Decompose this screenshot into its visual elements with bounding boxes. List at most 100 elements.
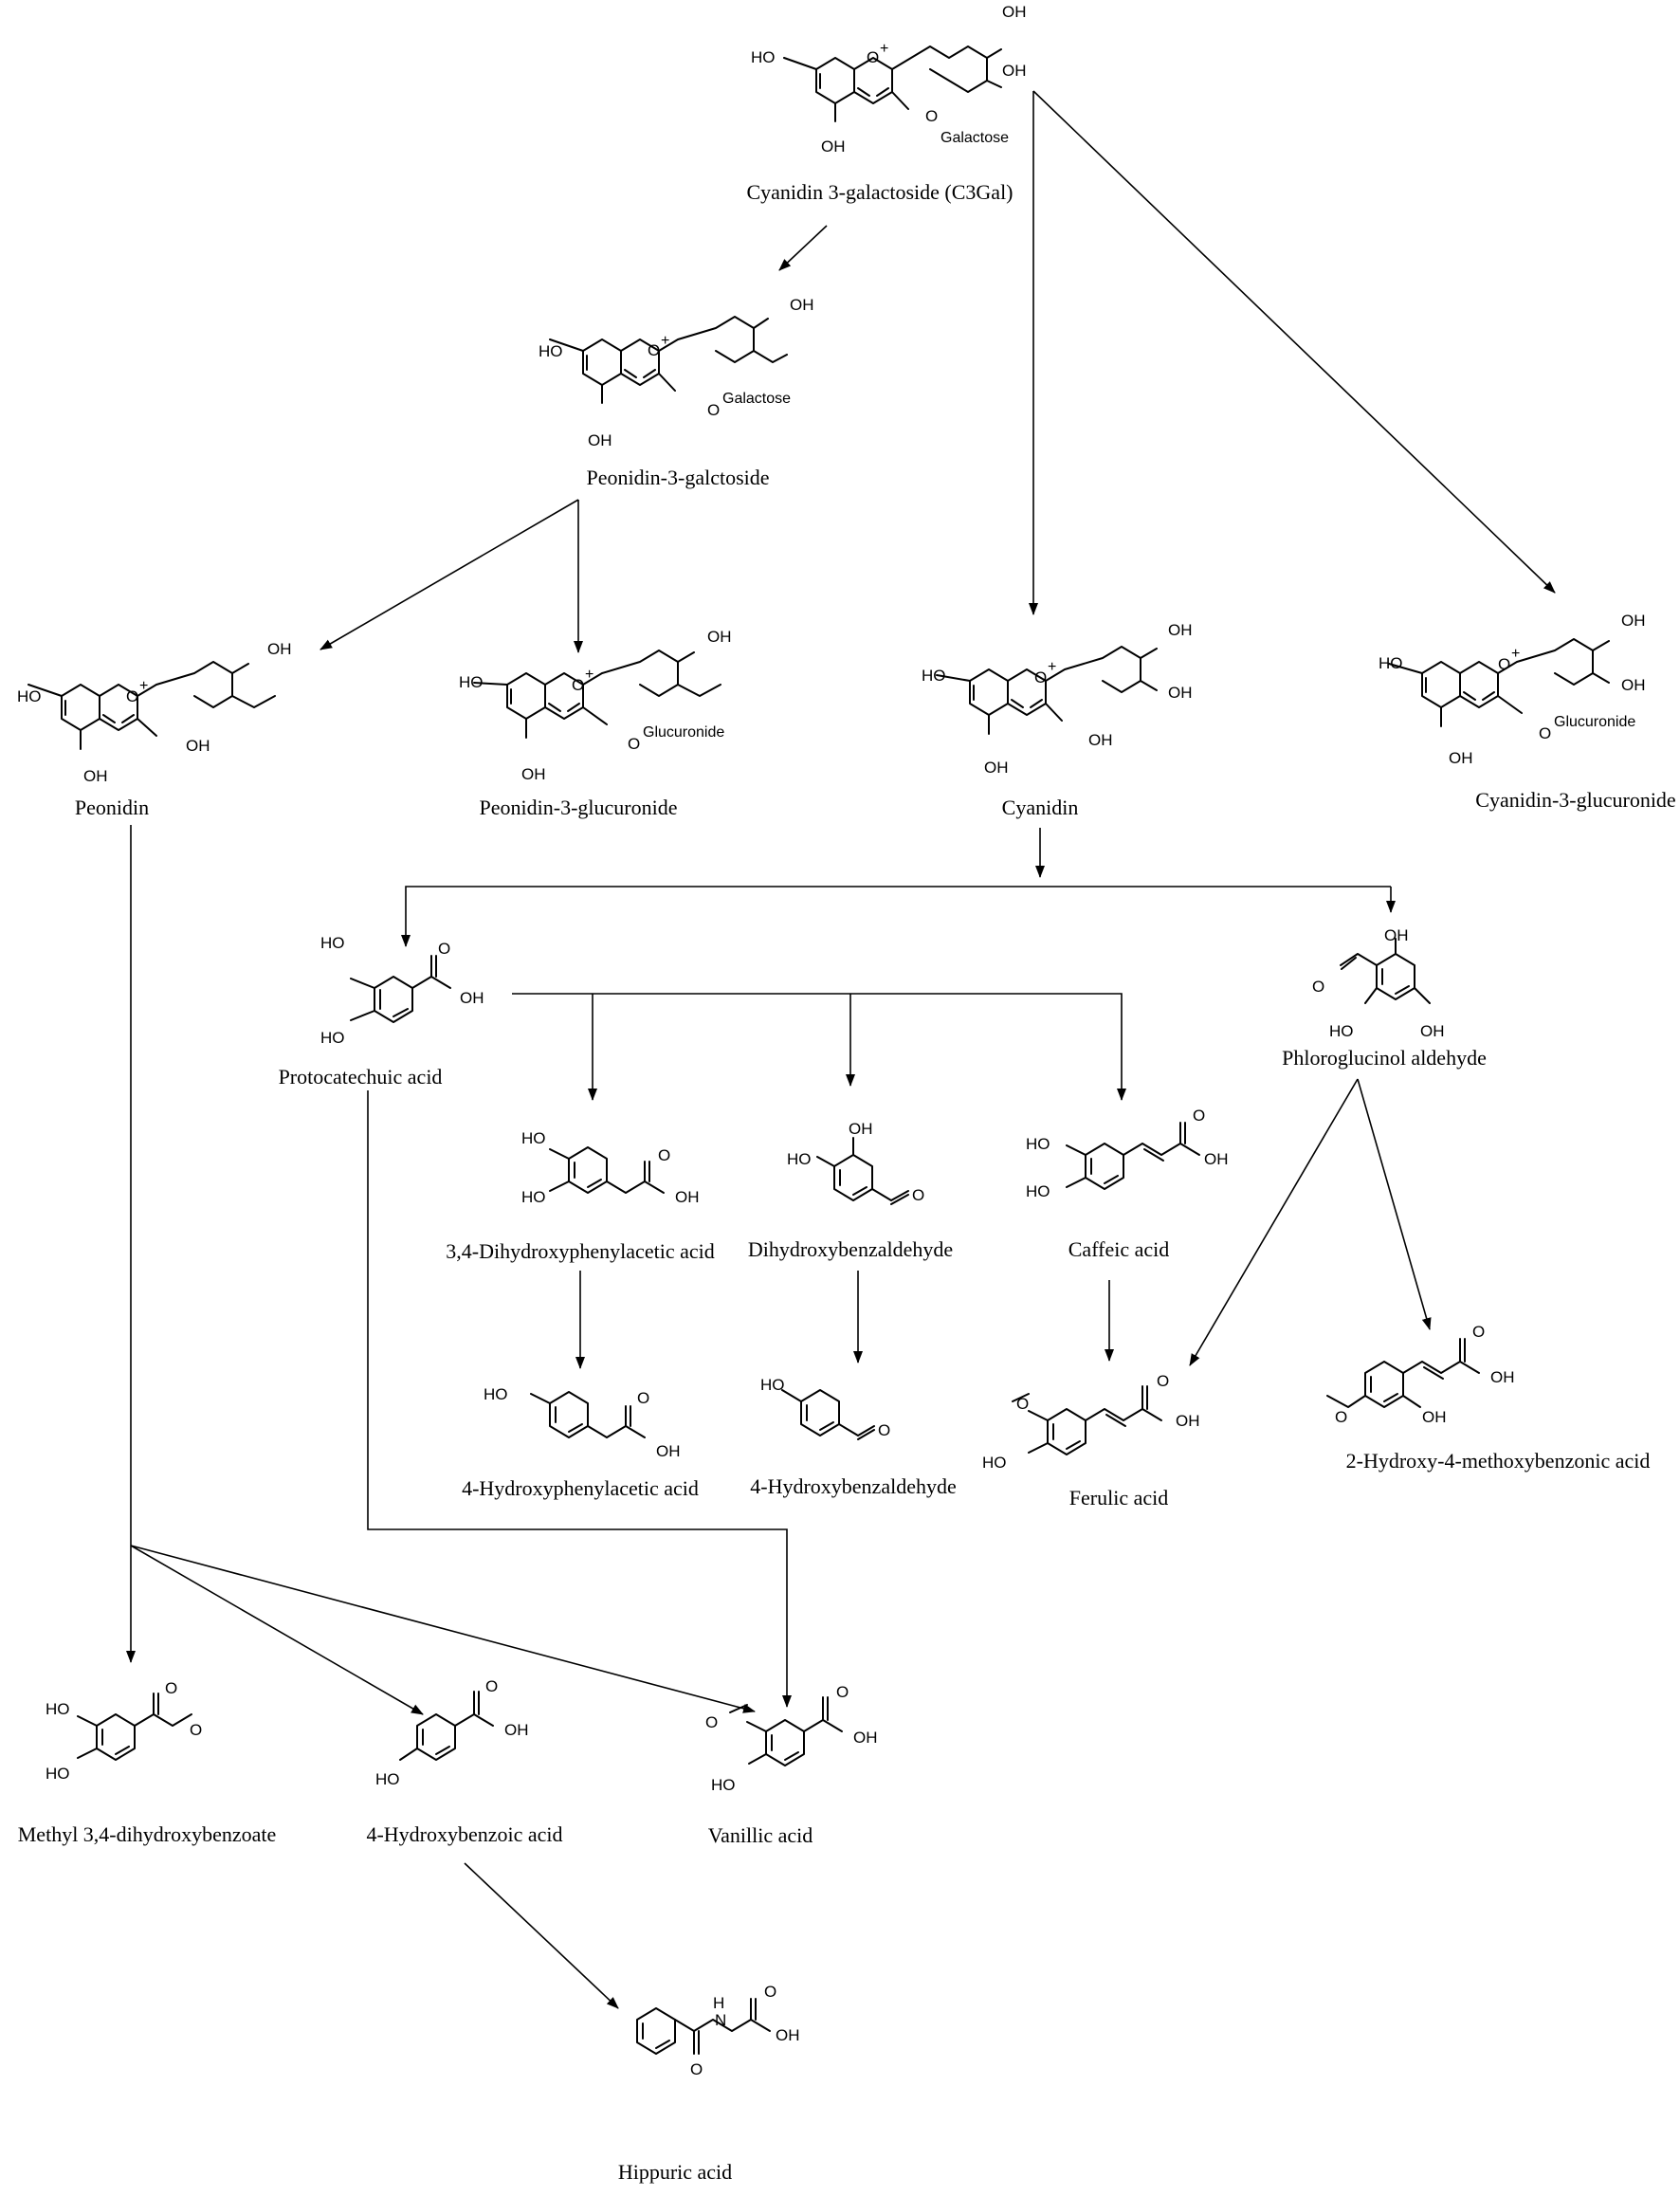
phloroglucinol-name: Phloroglucinol aldehyde xyxy=(1282,1046,1487,1070)
caffeic-atom-ho-top: HO xyxy=(1026,1135,1050,1153)
cyanidin-atom-oh-3: OH xyxy=(1088,731,1113,749)
cyanidin-glc-sugar: Glucuronide xyxy=(1554,714,1635,730)
c3gal-atom-o-gal: O xyxy=(925,107,938,125)
arrow-phloroglucinol-to-ferulic xyxy=(1189,1078,1359,1366)
dhba-name: Dihydroxybenzaldehyde xyxy=(748,1237,953,1261)
peonidin-glc-atom-plus: + xyxy=(585,667,593,683)
cyanidin-glc-name: Cyanidin-3-glucuronide xyxy=(1475,788,1675,812)
arrow-phloroglucinol-to-hmba xyxy=(1357,1078,1432,1330)
hba-ald-name: 4-Hydroxybenzaldehyde xyxy=(750,1474,956,1498)
dhba-atom-oh: OH xyxy=(849,1120,873,1138)
structure-peonidin-glc xyxy=(473,650,721,739)
ferulic-atom-o: O xyxy=(1157,1372,1169,1390)
hmba-atom-oh: OH xyxy=(1490,1368,1515,1386)
peonidin-atom-oh-3: OH xyxy=(186,737,210,755)
cyanidin-glc-atom-oh-right: OH xyxy=(1621,676,1646,694)
peonidin-glc-atom-ho: HO xyxy=(459,673,484,691)
hippuric-atom-o-amide: O xyxy=(690,2060,703,2078)
structure-peonidin-gal xyxy=(549,316,788,404)
methyl-dhb-atom-o-carbonyl: O xyxy=(165,1679,177,1697)
c3gal-sugar: Galactose xyxy=(940,130,1009,146)
cyanidin-glc-atom-oh-top: OH xyxy=(1621,612,1646,630)
dhba-atom-ho: HO xyxy=(787,1150,812,1168)
protocatechuic-atom-ho-bottom: HO xyxy=(320,1029,345,1047)
arrow-c3gal-to-cyanidin-glucuronide xyxy=(1032,90,1556,594)
structure-phloroglucinol xyxy=(1340,938,1431,1004)
cyanidin-name: Cyanidin xyxy=(1002,796,1079,819)
cyanidin-glc-atom-o-glc: O xyxy=(1539,724,1551,742)
hba-atom-oh: OH xyxy=(504,1721,529,1739)
arrow-hba-to-hippuric xyxy=(464,1862,619,2009)
methyl-dhb-atom-ho-top: HO xyxy=(46,1700,70,1718)
peonidin-glc-atom-o-glc: O xyxy=(628,735,640,753)
structure-cyanidin-glc xyxy=(1388,638,1610,727)
peonidin-name: Peonidin xyxy=(75,796,149,819)
protocatechuic-name: Protocatechuic acid xyxy=(279,1065,443,1089)
c3gal-atom-oh-right: OH xyxy=(1002,62,1027,80)
c3gal-atom-plus: + xyxy=(880,41,888,57)
c3gal-atom-oh-bottom: OH xyxy=(821,137,846,156)
hmba-name: 2-Hydroxy-4-methoxybenzonic acid xyxy=(1346,1449,1651,1473)
cyanidin-glc-atom-ho: HO xyxy=(1379,654,1403,672)
structure-methyl-dhb xyxy=(77,1693,192,1761)
peonidin-gal-sugar: Galactose xyxy=(722,391,791,407)
vanillic-atom-ho: HO xyxy=(711,1776,736,1794)
cyanidin-glc-atom-o: O xyxy=(1498,655,1510,673)
hba-ald-atom-ho: HO xyxy=(760,1376,785,1394)
ferulic-atom-ho: HO xyxy=(982,1454,1007,1472)
structure-dhpaa xyxy=(549,1146,665,1194)
c3gal-atom-oh-top: OH xyxy=(1002,3,1027,21)
peonidin-glc-atom-o: O xyxy=(572,676,584,694)
arrow-protocatechuic-to-vanillic xyxy=(367,1090,792,1708)
ferulic-name: Ferulic acid xyxy=(1069,1486,1168,1510)
structure-hippuric xyxy=(636,1998,771,2055)
structure-vanillic xyxy=(729,1696,843,1766)
cyanidin-atom-oh-top: OH xyxy=(1168,621,1193,639)
structure-c3gal xyxy=(783,46,1002,122)
cyanidin-atom-plus: + xyxy=(1048,659,1056,675)
structure-dhba xyxy=(816,1137,909,1205)
caffeic-atom-o: O xyxy=(1193,1107,1205,1125)
hpaa-atom-ho: HO xyxy=(484,1385,508,1403)
dhba-atom-o: O xyxy=(912,1186,924,1204)
hpaa-name: 4-Hydroxyphenylacetic acid xyxy=(462,1476,699,1500)
hmba-atom-o: O xyxy=(1472,1323,1485,1341)
phloroglucinol-atom-ho: HO xyxy=(1329,1022,1354,1040)
phloroglucinol-atom-oh-right: OH xyxy=(1420,1022,1445,1040)
peonidin-gal-atom-o: O xyxy=(648,341,660,359)
hippuric-atom-h: H xyxy=(713,1994,724,2012)
cyanidin-atom-oh-bottom: OH xyxy=(984,759,1009,777)
dhpaa-atom-ho-bottom: HO xyxy=(521,1188,546,1206)
phloroglucinol-atom-o: O xyxy=(1312,978,1324,996)
hpaa-atom-oh: OH xyxy=(656,1442,681,1460)
hba-name: 4-Hydroxybenzoic acid xyxy=(366,1822,562,1846)
cyanidin-glc-atom-plus: + xyxy=(1511,646,1520,662)
caffeic-atom-ho-bottom: HO xyxy=(1026,1182,1050,1200)
peonidin-atom-oh-bottom: OH xyxy=(83,767,108,785)
peonidin-glc-atom-oh-bottom: OH xyxy=(521,765,546,783)
peonidin-atom-plus: + xyxy=(139,678,148,694)
hba-atom-ho: HO xyxy=(375,1770,400,1788)
peonidin-gal-atom-plus: + xyxy=(661,333,669,349)
structure-hba-ald xyxy=(781,1389,875,1440)
cyanidin-atom-ho: HO xyxy=(922,667,946,685)
vanillic-name: Vanillic acid xyxy=(708,1823,813,1847)
structure-ferulic xyxy=(1012,1385,1162,1455)
peonidin-atom-ho: HO xyxy=(17,687,42,705)
dhpaa-atom-o: O xyxy=(658,1146,670,1164)
protocatechuic-atom-o: O xyxy=(438,940,450,958)
vanillic-atom-oh: OH xyxy=(853,1729,878,1747)
methyl-dhb-atom-ho-bottom: HO xyxy=(46,1765,70,1783)
structure-peonidin xyxy=(27,661,276,750)
hmba-atom-o-methoxy: O xyxy=(1335,1408,1347,1426)
hba-atom-o: O xyxy=(485,1677,498,1695)
arrow-peonidin-gal-to-peonidin xyxy=(320,499,579,650)
peonidin-gal-atom-oh-top: OH xyxy=(790,296,814,314)
arrow-c3gal-to-peonidin-gal xyxy=(778,225,828,271)
vanillic-atom-o-methoxy: O xyxy=(705,1713,718,1731)
hippuric-atom-oh: OH xyxy=(776,2026,800,2044)
peonidin-glc-name: Peonidin-3-glucuronide xyxy=(480,796,678,819)
c3gal-name: Cyanidin 3-galactoside (C3Gal) xyxy=(746,180,1013,204)
hippuric-atom-n: N xyxy=(715,2011,726,2029)
